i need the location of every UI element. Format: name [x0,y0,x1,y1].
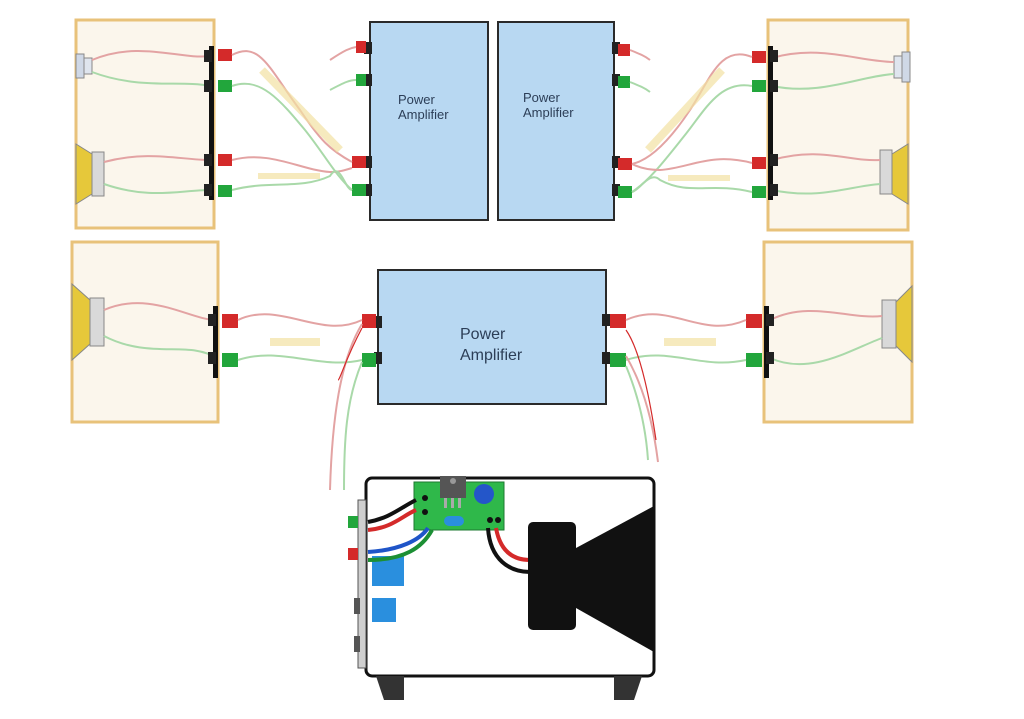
speaker-cone-icon [881,284,913,364]
amp-label-line2: Amplifier [523,105,574,120]
cabinet-middle-left [70,240,238,424]
amp-label-line2: Amplifier [460,347,523,364]
cabinet-middle-right [746,240,914,424]
amplifier-top-right: Power Amplifier [497,21,632,221]
wires-top-right [629,49,753,193]
speaker-cone-icon [75,143,105,205]
cabinet-top-left [74,18,232,230]
speaker-cone-icon [879,143,909,205]
amp-label-line1: Power [460,326,506,343]
speaker-enclosure [348,476,656,700]
cabinet-top-right [752,18,911,232]
amp-label-line1: Power [398,92,436,107]
wires-middle [237,313,747,491]
wires-top-left [231,46,357,191]
tweeter-icon [75,53,93,79]
tweeter-icon [893,51,911,83]
circuit-board-icon [413,476,505,531]
amp-label-line1: Power [523,90,561,105]
speaker-cone-icon [71,282,105,362]
amplifier-top-left: Power Amplifier [352,21,489,221]
amp-label-line2: Amplifier [398,107,449,122]
amplifier-middle: Power Amplifier [362,269,626,405]
speaker-cone-icon [528,506,654,652]
